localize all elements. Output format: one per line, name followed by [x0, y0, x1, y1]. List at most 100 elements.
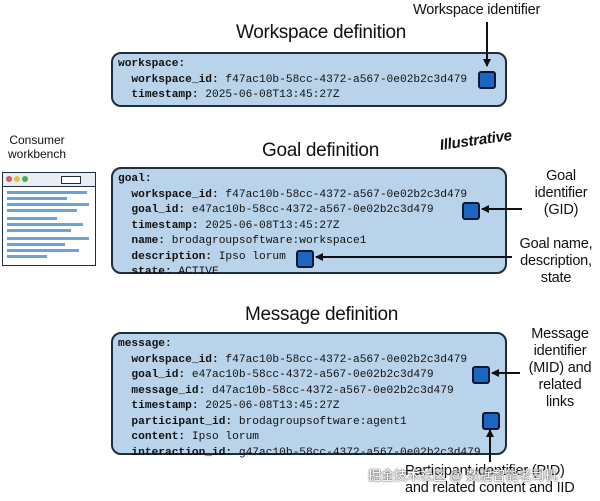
message-code-line: participant_id: brodagroupsoftware:agent…: [118, 415, 481, 431]
workspace-code-line: workspace_id: f47ac10b-58cc-4372-a567-0e…: [118, 73, 467, 89]
annotation-line: identifier: [533, 343, 587, 359]
workspace-id-marker: [478, 71, 496, 89]
code-key: goal:: [118, 173, 152, 185]
code-value: g47ac10b-58cc-4372-a567-0e02b2c3d479: [232, 446, 481, 459]
watermark: 掘金技术社区 @ 数据智能老司机: [368, 468, 558, 483]
code-key: interaction_id:: [118, 446, 233, 459]
message-definition-title: Message definition: [245, 304, 399, 325]
message-id-marker: [472, 366, 490, 384]
code-value: f47ac10b-58cc-4372-a567-0e02b2c3d479: [218, 353, 468, 366]
annotation-line: Goal: [546, 168, 576, 184]
code-value: 2025-06-08T13:45:27Z: [198, 89, 340, 101]
code-key: name:: [118, 235, 165, 247]
goal-name-annotation: Goal name, description, state: [513, 236, 599, 287]
message-code-block: message: workspace_id: f47ac10b-58cc-437…: [118, 337, 481, 461]
content-line: [7, 203, 89, 206]
goal-code-line: workspace_id: f47ac10b-58cc-4372-a567-0e…: [118, 188, 467, 204]
window-title-bar: [3, 173, 95, 187]
content-line: [7, 229, 71, 232]
code-value: e47ac10b-58cc-4372-a567-0e02b2c3d479: [185, 369, 434, 381]
code-key: message:: [118, 338, 172, 350]
goal-code-line: name: brodagroupsoftware:workspace1: [118, 234, 467, 250]
code-key: timestamp:: [118, 219, 199, 232]
message-code-line: goal_id: e47ac10b-58cc-4372-a567-0e02b2c…: [118, 368, 481, 384]
content-line: [7, 249, 79, 252]
code-key: message_id:: [118, 384, 206, 397]
content-line: [7, 223, 83, 226]
participant-identifier-annotation: Participant identifier (PID) and related…: [405, 463, 575, 497]
code-value: brodagroupsoftware:agent1: [232, 415, 407, 428]
goal-code-line: description: Ipso lorum: [118, 250, 467, 266]
code-key: description:: [118, 250, 212, 263]
workspace-code-line: timestamp: 2025-06-08T13:45:27Z: [118, 88, 467, 104]
consumer-workbench-window: [2, 172, 96, 266]
content-line: [7, 255, 47, 258]
goal-code-line: state: ACTIVE: [118, 265, 467, 281]
code-value: Ipso lorum: [212, 250, 286, 263]
code-key: state:: [118, 266, 172, 278]
code-key: workspace_id:: [118, 73, 219, 86]
code-value: 2025-06-08T13:45:27Z: [198, 400, 340, 412]
message-code-line: message_id: d47ac10b-58cc-4372-a567-0e02…: [118, 384, 481, 400]
window-minimize-dot-icon: [14, 176, 20, 182]
code-value: e47ac10b-58cc-4372-a567-0e02b2c3d479: [185, 204, 434, 216]
code-key: goal_id:: [118, 369, 186, 381]
annotation-line: Goal name,: [519, 236, 593, 252]
code-key: participant_id:: [118, 415, 233, 428]
code-key: workspace_id:: [118, 188, 219, 201]
annotation-line: description,: [520, 253, 592, 269]
code-value: d47ac10b-58cc-4372-a567-0e02b2c3d479: [205, 384, 454, 397]
window-maximize-dot-icon: [22, 176, 28, 182]
content-line: [7, 237, 89, 240]
code-value: f47ac10b-58cc-4372-a567-0e02b2c3d479: [218, 188, 468, 201]
goal-id-marker: [462, 202, 480, 220]
message-code-line: workspace_id: f47ac10b-58cc-4372-a567-0e…: [118, 353, 481, 369]
annotation-line: (GID): [543, 202, 579, 218]
code-value: f47ac10b-58cc-4372-a567-0e02b2c3d479: [218, 73, 468, 86]
goal-code-line: timestamp: 2025-06-08T13:45:27Z: [118, 219, 467, 235]
code-key: workspace:: [118, 58, 186, 70]
goal-code-line: goal_id: e47ac10b-58cc-4372-a567-0e02b2c…: [118, 203, 467, 219]
content-line: [7, 191, 87, 194]
code-value: Ipso lorum: [185, 431, 259, 443]
goal-definition-title: Goal definition: [262, 140, 379, 161]
consumer-workbench-label: Consumer workbench: [8, 133, 66, 161]
annotation-line: and related content and IID: [405, 480, 575, 496]
code-value: brodagroupsoftware:workspace1: [165, 235, 367, 247]
goal-state-marker: [296, 250, 314, 268]
annotation-line: (MID) and: [528, 360, 592, 376]
annotation-line: Participant identifier (PID): [405, 463, 565, 479]
content-line: [7, 209, 77, 212]
goal-code-block: goal: workspace_id: f47ac10b-58cc-4372-a…: [118, 172, 467, 281]
workspace-definition-title: Workspace definition: [236, 22, 407, 43]
workspace-code-line: workspace:: [118, 57, 467, 73]
goal-identifier-annotation: Goal identifier (GID): [524, 168, 598, 219]
workbench-label-line: Consumer: [9, 133, 65, 147]
message-identifier-annotation: Message identifier (MID) and related lin…: [522, 326, 598, 411]
annotation-line: Message: [531, 326, 589, 342]
window-close-dot-icon: [6, 176, 12, 182]
code-key: timestamp:: [118, 400, 199, 412]
code-key: goal_id:: [118, 204, 186, 216]
message-code-line: content: Ipso lorum: [118, 430, 481, 446]
goal-code-line: goal:: [118, 172, 467, 188]
message-panel: [111, 332, 507, 455]
content-line: [7, 243, 65, 246]
message-code-line: message:: [118, 337, 481, 353]
code-key: workspace_id:: [118, 353, 219, 366]
message-code-line: timestamp: 2025-06-08T13:45:27Z: [118, 399, 481, 415]
annotation-line: links: [545, 394, 574, 410]
workspace-code-block: workspace: workspace_id: f47ac10b-58cc-4…: [118, 57, 467, 104]
code-key: timestamp:: [118, 89, 199, 101]
workspace-panel: [111, 52, 507, 107]
message-code-line: interaction_id: g47ac10b-58cc-4372-a567-…: [118, 446, 481, 462]
workbench-label-line: workbench: [8, 147, 67, 161]
annotation-line: identifier: [534, 185, 588, 201]
code-value: ACTIVE: [171, 266, 219, 278]
workspace-identifier-annotation: Workspace identifier: [413, 2, 541, 18]
code-value: 2025-06-08T13:45:27Z: [198, 219, 340, 232]
annotation-line: related: [538, 377, 582, 393]
annotation-line: state: [540, 270, 572, 286]
code-key: content:: [118, 431, 186, 443]
